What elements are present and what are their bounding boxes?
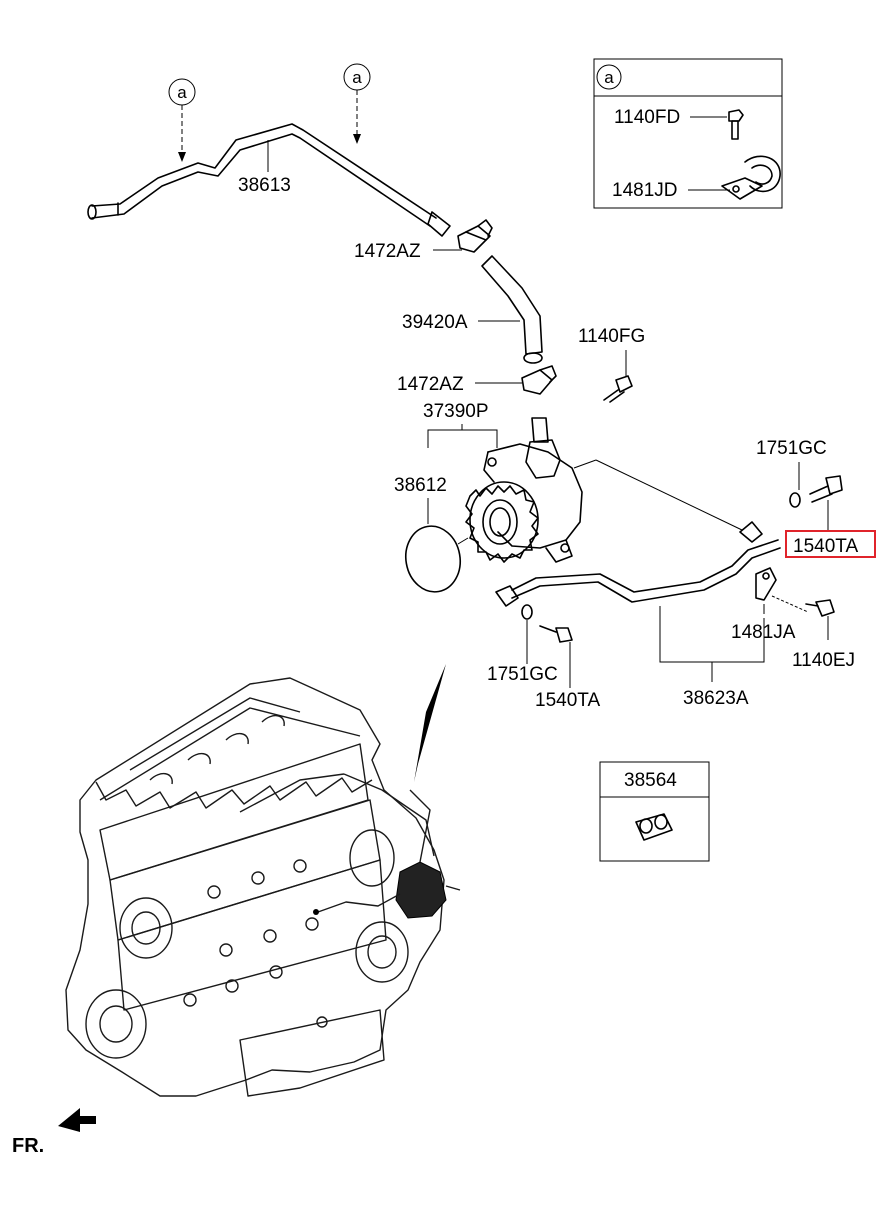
label-1751gc-right: 1751GC	[756, 438, 827, 459]
label-37390p: 37390P	[423, 401, 489, 422]
detail-box-a: a 1140FD 1481JD	[593, 58, 783, 209]
front-arrow-icon	[58, 1108, 96, 1132]
svg-text:a: a	[177, 83, 187, 102]
front-direction-indicator: FR.	[12, 1108, 96, 1157]
hose-39420a	[481, 255, 543, 364]
label-38564: 38564	[624, 770, 677, 791]
vacuum-pump-37390p	[457, 417, 583, 563]
label-38613: 38613	[238, 175, 291, 196]
label-38612: 38612	[394, 475, 447, 496]
callout-a-left: a	[168, 78, 196, 162]
clamp-1481jd-icon	[721, 155, 781, 200]
washer-1751gc-right-icon	[789, 492, 801, 508]
label-1481ja: 1481JA	[731, 622, 796, 643]
label-38623a: 38623A	[683, 688, 749, 709]
clamp-1472az-bottom	[521, 365, 557, 395]
label-1140fg: 1140FG	[578, 326, 645, 347]
clamp-1472az-top	[457, 219, 493, 253]
label-1540ta-right: 1540TA	[793, 536, 858, 557]
washer-1751gc-left-icon	[521, 604, 533, 620]
label-1472az-bottom: 1472AZ	[397, 374, 464, 395]
callout-a-right: a	[343, 63, 371, 144]
engine-block	[65, 664, 461, 1097]
label-1751gc-left: 1751GC	[487, 664, 558, 685]
highlight-1540ta	[785, 530, 876, 558]
bolt-1140fg-icon	[603, 375, 633, 403]
callout-a-box: a	[604, 68, 614, 87]
detail-box-38564: 38564	[599, 761, 710, 862]
front-label: FR.	[12, 1135, 44, 1157]
label-39420a: 39420A	[402, 312, 468, 333]
svg-text:a: a	[352, 68, 362, 87]
label-1472az-top: 1472AZ	[354, 241, 421, 262]
clamp-1481ja-icon	[755, 567, 777, 601]
label-1481jd: 1481JD	[612, 180, 678, 201]
label-1540ta-left: 1540TA	[535, 690, 600, 711]
bolt-1140fd-icon	[728, 109, 744, 140]
bolt-1540ta-left-icon	[539, 625, 573, 643]
vacuum-pipe-38613	[87, 123, 451, 237]
grommet-38564-icon	[635, 813, 673, 841]
pointer-arrow-icon	[414, 664, 446, 782]
oil-pipe-38623a	[495, 459, 781, 607]
bolt-1540ta-right-icon	[809, 475, 843, 503]
bolt-1140ej-icon	[805, 599, 835, 617]
label-1140ej: 1140EJ	[792, 650, 855, 671]
label-1140fd: 1140FD	[614, 107, 680, 128]
o-ring-38612	[404, 525, 462, 593]
